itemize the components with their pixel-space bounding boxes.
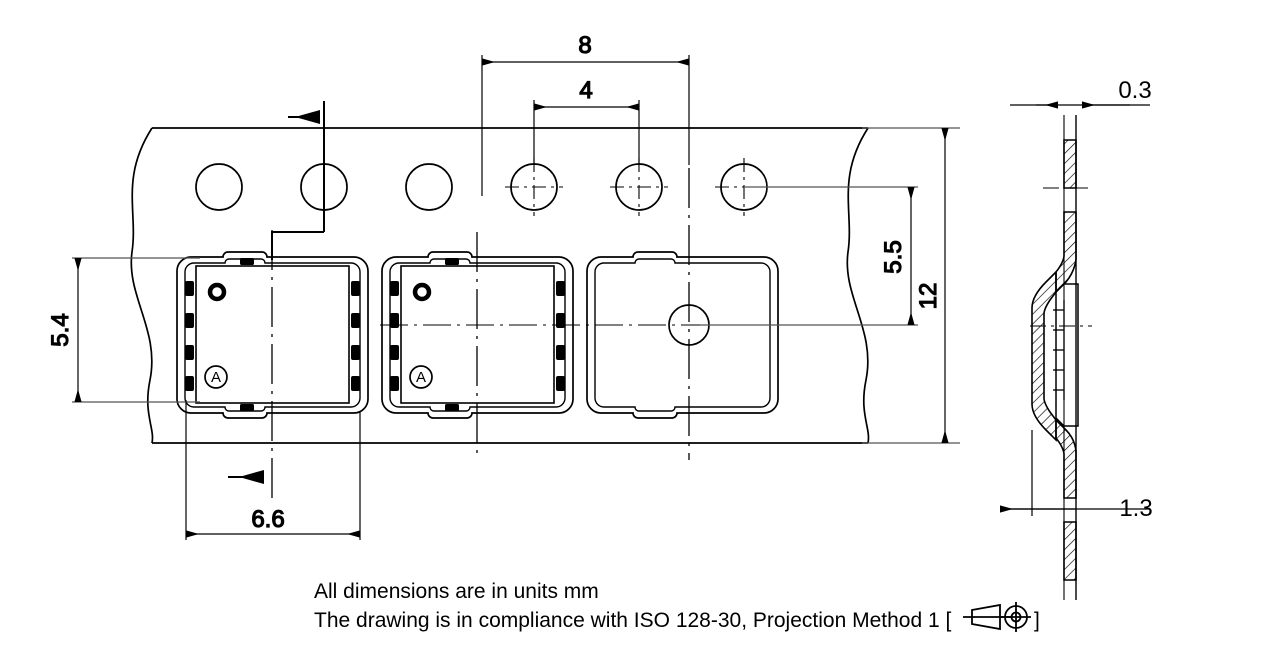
dimension-set-top-view: 8 4 5.4 5.5 12	[46, 31, 960, 540]
pocket-retention-tabs	[185, 258, 360, 411]
orientation-mark-label: A	[211, 369, 221, 386]
dimension-label-12: 12	[915, 283, 942, 310]
pocket-retention-tabs	[390, 258, 565, 411]
section-pocket-wall	[1031, 270, 1057, 442]
dimension-pitch-long	[481, 55, 690, 196]
sprocket-hole	[405, 163, 453, 211]
pocket-inner-wall	[594, 258, 771, 412]
section-upper-flange	[1063, 139, 1077, 189]
pin-one-dot-marker	[412, 282, 432, 302]
orientation-mark-circle	[409, 365, 433, 389]
orientation-mark-label: A	[416, 369, 426, 386]
dimension-label-0-3: 0.3	[1118, 77, 1151, 104]
pocket-inner-wall	[389, 258, 566, 412]
section-profile-hatched	[1031, 139, 1077, 581]
pin-one-dot-marker	[207, 282, 227, 302]
dimension-pocket-depth	[1000, 430, 1150, 516]
sprocket-hole	[195, 163, 243, 211]
dimension-pitch-short	[533, 100, 640, 165]
leader-line-step	[271, 231, 324, 260]
pocket-outer-wall	[176, 251, 369, 419]
dimension-label-6-6: 6.6	[251, 506, 284, 533]
break-line-right	[846, 127, 870, 444]
orientation-mark-circle	[204, 365, 228, 389]
section-centerlines	[1030, 187, 1092, 327]
section-lower-flange	[1063, 521, 1077, 581]
dimension-tape-width	[862, 127, 960, 444]
tape-body-outline	[130, 127, 870, 444]
section-upper-wall	[1055, 211, 1077, 294]
note-standard-close: ]	[1034, 609, 1040, 632]
note-standard: The drawing is in compliance with ISO 12…	[314, 609, 951, 632]
section-view-carrier-tape: 0.3 1.3	[1000, 77, 1153, 600]
dimension-pocket-height	[72, 257, 200, 403]
dimension-label-5-5: 5.5	[880, 240, 907, 273]
pocket-outer-wall	[586, 251, 779, 419]
dimension-label-5-4: 5.4	[47, 313, 74, 346]
pocket-outer-wall	[381, 251, 574, 419]
cone-shape	[971, 603, 1001, 631]
dimension-hole-to-center	[700, 186, 918, 326]
section-cavity-outline	[1055, 283, 1079, 427]
top-view-carrier-tape: A A	[130, 101, 900, 500]
break-line-left	[130, 127, 154, 444]
pocket-inner-wall	[184, 258, 361, 412]
dimension-label-8: 8	[578, 32, 591, 59]
feed-direction-indicator	[228, 101, 325, 484]
notes-block: All dimensions are in units mm The drawi…	[314, 580, 1040, 632]
first-angle-projection-symbol	[963, 602, 1031, 632]
pocket-3	[586, 251, 779, 419]
dimension-label-1-3: 1.3	[1119, 495, 1152, 522]
note-units: All dimensions are in units mm	[314, 580, 599, 603]
dimension-label-4: 4	[579, 77, 592, 104]
dimension-pocket-offset	[185, 400, 361, 540]
section-cavity-tabs	[1053, 300, 1065, 400]
section-lower-wall	[1055, 418, 1077, 499]
